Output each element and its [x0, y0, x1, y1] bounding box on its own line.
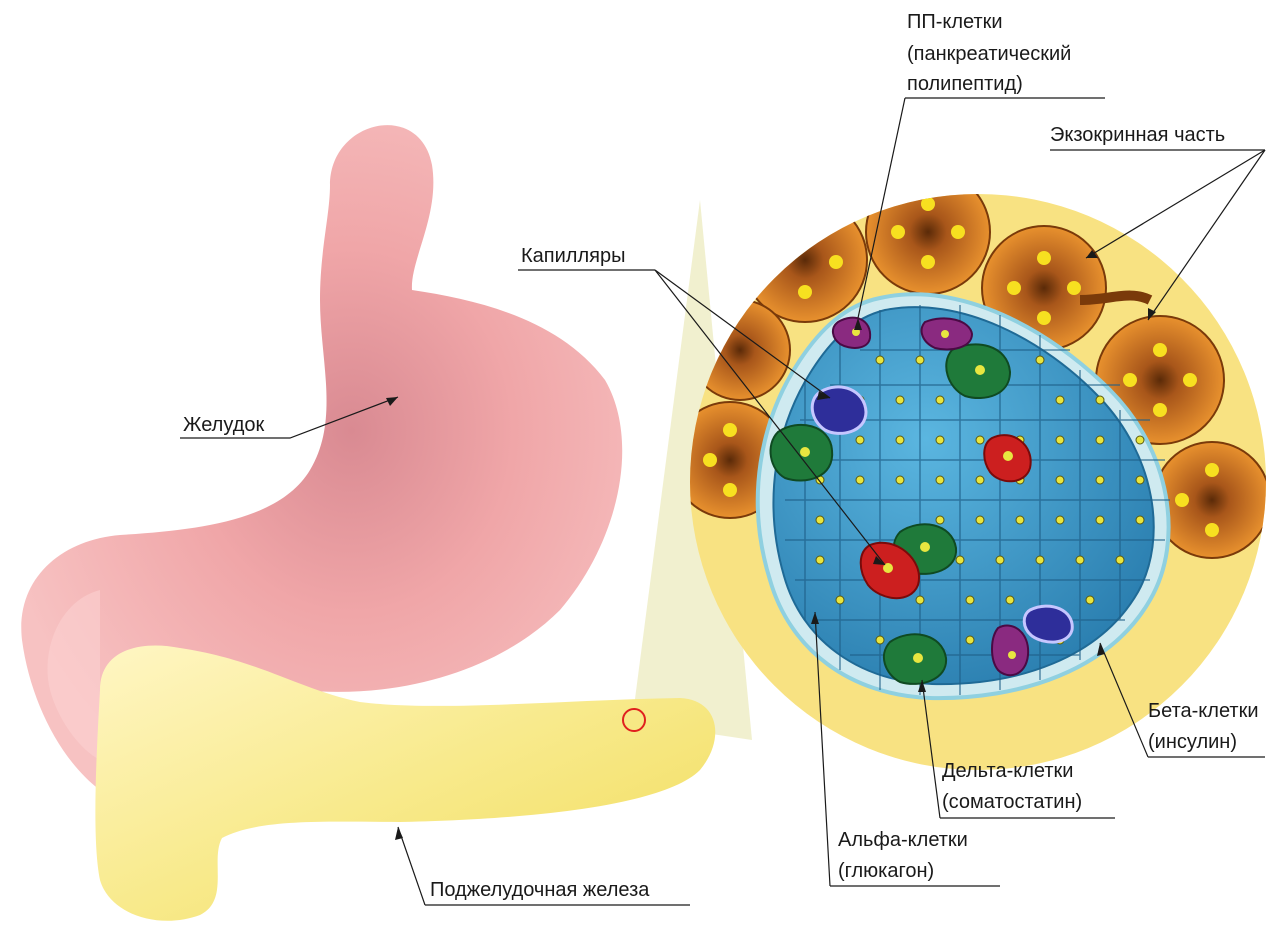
label-pancreas: Поджелудочная железа: [430, 879, 650, 901]
label-stomach: Желудок: [183, 414, 264, 436]
label-pp-cells-line1: ПП-клетки: [907, 11, 1003, 33]
pp-cell-shape: [833, 318, 870, 348]
islet-magnified-view: [672, 170, 1267, 770]
label-delta-cells-line1: Дельта-клетки: [942, 760, 1073, 782]
label-pp-cells-line2: (панкреатический: [907, 43, 1071, 65]
label-beta-cells-line2: (инсулин): [1148, 731, 1237, 753]
label-capillaries: Капилляры: [521, 245, 625, 267]
capillary-shape: [1024, 606, 1072, 642]
label-alpha-cells-line1: Альфа-клетки: [838, 829, 968, 851]
pp-cell-shape: [992, 626, 1028, 676]
label-pp-cells-line3: полипептид): [907, 73, 1023, 95]
label-beta-cells-line1: Бета-клетки: [1148, 700, 1259, 722]
label-exocrine: Экзокринная часть: [1050, 124, 1225, 146]
label-delta-cells-line2: (соматостатин): [942, 791, 1082, 813]
label-alpha-cells-line2: (глюкагон): [838, 860, 934, 882]
